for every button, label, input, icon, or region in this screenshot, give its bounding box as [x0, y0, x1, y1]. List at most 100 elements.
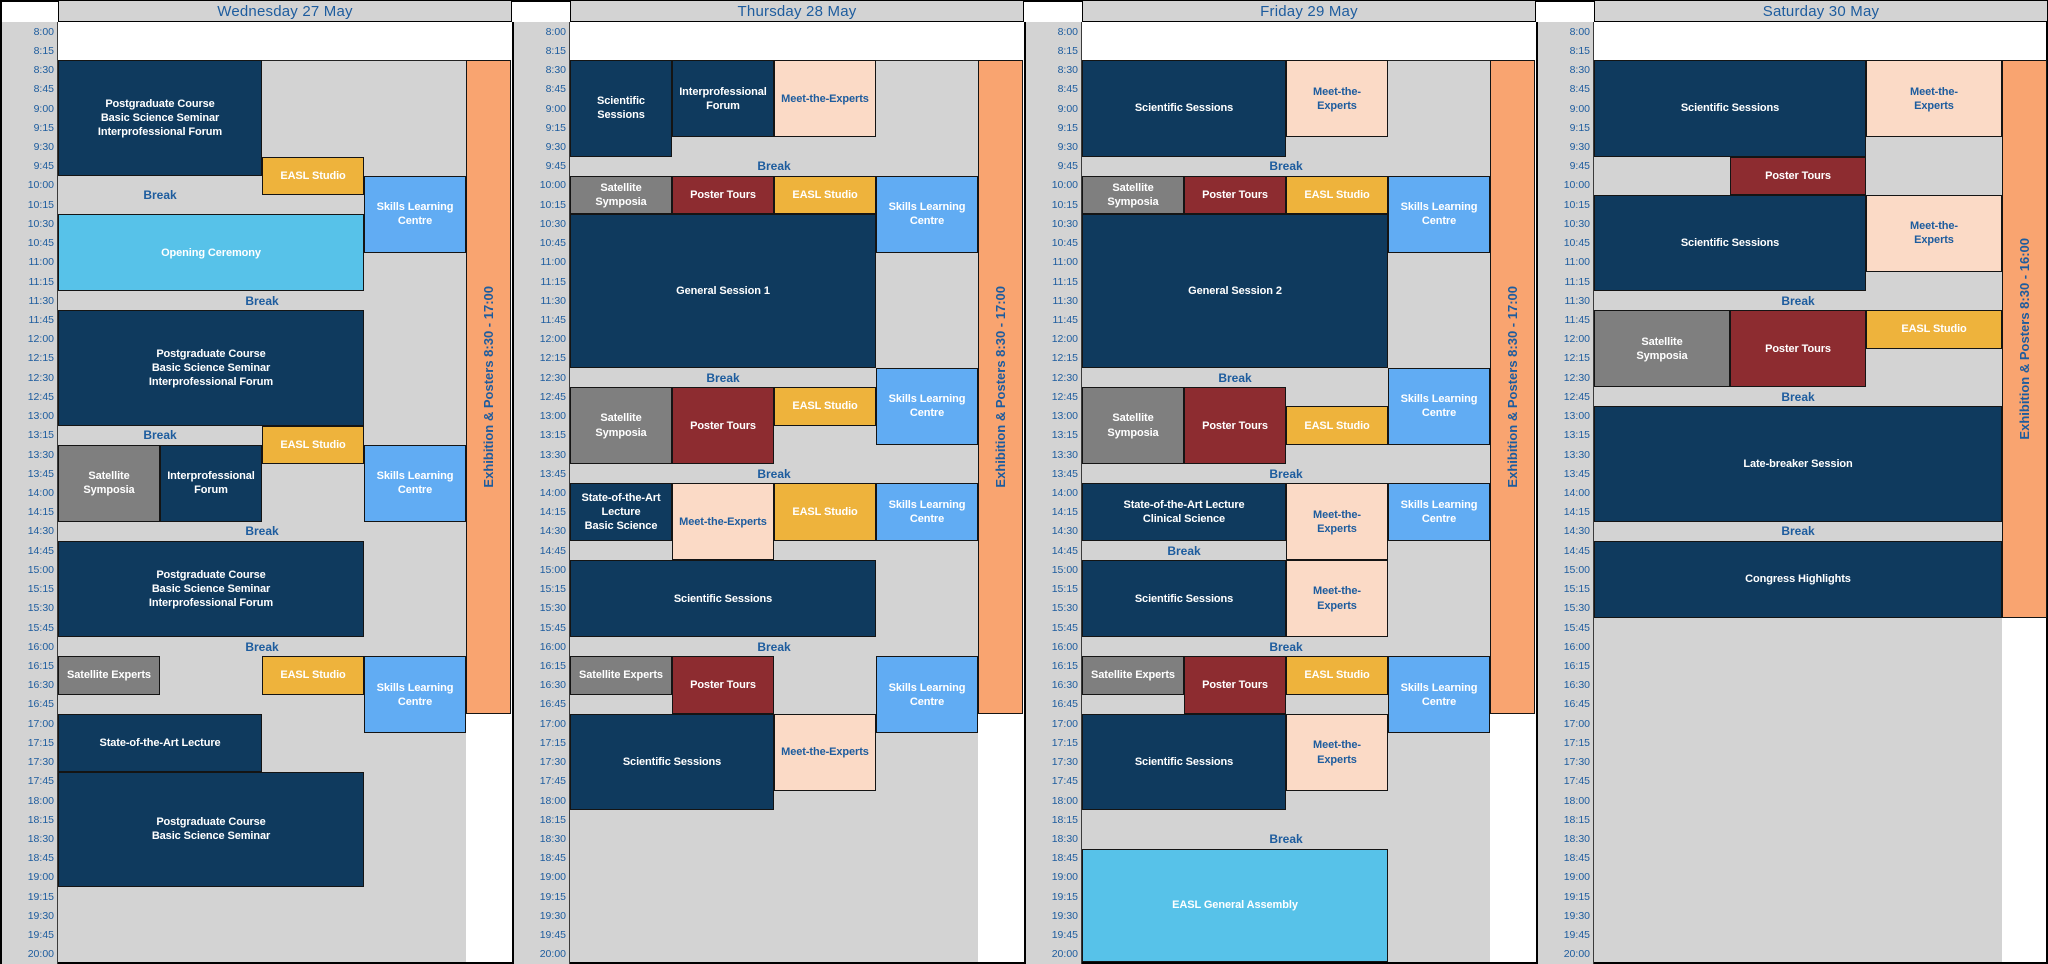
time-label: 18:30 — [1051, 833, 1078, 846]
time-label: 16:15 — [1051, 660, 1078, 673]
time-label: 14:45 — [1051, 544, 1078, 557]
time-label: 11:45 — [28, 313, 55, 326]
event-block: Postgraduate Course Basic Science Semina… — [58, 541, 364, 638]
time-label: 15:30 — [27, 602, 54, 615]
time-label: 17:45 — [1563, 775, 1590, 788]
time-label: 16:00 — [539, 640, 566, 653]
event-block: Meet-the-Experts — [774, 714, 876, 791]
time-label: 11:45 — [1564, 313, 1591, 326]
time-label: 10:15 — [1563, 198, 1590, 211]
time-label: 9:30 — [33, 140, 54, 153]
time-label: 10:00 — [27, 179, 54, 192]
time-label: 16:45 — [1051, 698, 1078, 711]
event-block: Poster Tours — [1730, 156, 1866, 195]
event-block: Skills Learning Centre — [876, 368, 978, 445]
time-label: 15:45 — [1051, 621, 1078, 634]
event-block: State-of-the-Art Lecture Basic Science — [570, 483, 672, 542]
event-block: General Session 1 — [570, 214, 876, 369]
time-label: 10:45 — [1051, 237, 1078, 250]
time-label: 14:00 — [1051, 486, 1078, 499]
event-block: EASL Studio — [774, 387, 876, 426]
time-label: 18:15 — [27, 813, 54, 826]
event-block: EASL General Assembly — [1082, 848, 1388, 962]
time-label: 16:00 — [1563, 640, 1590, 653]
event-block: Poster Tours — [672, 387, 774, 465]
event-block: Skills Learning Centre — [876, 483, 978, 542]
time-label: 13:15 — [1051, 429, 1078, 442]
time-label: 9:00 — [545, 102, 566, 115]
time-label: 11:00 — [1052, 256, 1079, 269]
event-block: EASL Studio — [1866, 310, 2002, 349]
time-label: 10:45 — [539, 237, 566, 250]
time-label: 18:00 — [27, 794, 54, 807]
event-block: Skills Learning Centre — [364, 444, 466, 522]
time-label: 11:45 — [1052, 313, 1079, 326]
time-label: 17:00 — [1563, 717, 1590, 730]
event-block: EASL Studio — [774, 483, 876, 542]
time-label: 18:30 — [27, 833, 54, 846]
break-label: Break — [1218, 370, 1252, 385]
time-label: 19:15 — [27, 890, 54, 903]
time-label: 10:30 — [27, 217, 54, 230]
time-label: 13:15 — [1563, 429, 1590, 442]
event-block: Postgraduate Course Basic Science Semina… — [58, 310, 364, 426]
time-label: 11:00 — [1564, 256, 1591, 269]
time-label: 13:30 — [1051, 448, 1078, 461]
event-block: EASL Studio — [1286, 656, 1388, 695]
time-label: 9:00 — [1569, 102, 1590, 115]
time-label: 17:30 — [27, 756, 54, 769]
time-label: 13:45 — [1051, 467, 1078, 480]
time-label: 17:15 — [27, 736, 54, 749]
time-label: 9:15 — [1057, 121, 1078, 134]
break-label: Break — [757, 639, 791, 654]
time-label: 8:45 — [1569, 83, 1590, 96]
time-label: 14:15 — [27, 506, 54, 519]
event-block: Skills Learning Centre — [876, 656, 978, 734]
time-label: 11:30 — [1052, 294, 1079, 307]
time-label: 16:45 — [1563, 698, 1590, 711]
time-label: 13:45 — [27, 467, 54, 480]
time-label: 12:15 — [1563, 352, 1590, 365]
time-label: 9:00 — [33, 102, 54, 115]
event-block: General Session 2 — [1082, 214, 1388, 369]
time-label: 14:45 — [27, 544, 54, 557]
event-block: Satellite Symposia — [1594, 310, 1730, 388]
break-label: Break — [757, 466, 791, 481]
event-block: Opening Ceremony — [58, 214, 364, 292]
event-block: Skills Learning Centre — [364, 656, 466, 734]
event-block: Skills Learning Centre — [1388, 483, 1490, 542]
time-label: 18:00 — [1051, 794, 1078, 807]
break-label: Break — [143, 428, 177, 443]
time-label: 8:15 — [1569, 44, 1590, 57]
time-label: 10:45 — [1563, 237, 1590, 250]
time-label: 11:30 — [28, 294, 55, 307]
time-label: 12:45 — [27, 390, 54, 403]
event-block: Satellite Experts — [1082, 656, 1184, 695]
time-label: 15:15 — [1563, 583, 1590, 596]
time-label: 19:00 — [27, 871, 54, 884]
time-label: 14:45 — [539, 544, 566, 557]
event-block: Skills Learning Centre — [1388, 656, 1490, 734]
event-block: Satellite Symposia — [570, 175, 672, 215]
event-block: EASL Studio — [1286, 175, 1388, 215]
time-label: 13:00 — [27, 410, 54, 423]
time-label: 12:15 — [539, 352, 566, 365]
time-label: 12:45 — [539, 390, 566, 403]
event-block: Satellite Symposia — [58, 444, 160, 522]
time-label: 8:30 — [1569, 64, 1590, 77]
time-label: 19:30 — [27, 909, 54, 922]
time-label: 13:00 — [1051, 410, 1078, 423]
event-block: EASL Studio — [774, 175, 876, 215]
time-label: 14:30 — [1051, 525, 1078, 538]
event-block: Meet-the- Experts — [1866, 60, 2002, 138]
time-label: 12:00 — [1563, 333, 1590, 346]
time-label: 14:15 — [1563, 506, 1590, 519]
time-label: 15:00 — [539, 563, 566, 576]
time-label: 11:00 — [28, 256, 55, 269]
time-label: 16:15 — [539, 660, 566, 673]
time-label: 16:45 — [27, 698, 54, 711]
exhibition-posters-bar: Exhibition & Posters 8:30 - 17:00 — [978, 60, 1023, 715]
break-label: Break — [1269, 832, 1303, 847]
